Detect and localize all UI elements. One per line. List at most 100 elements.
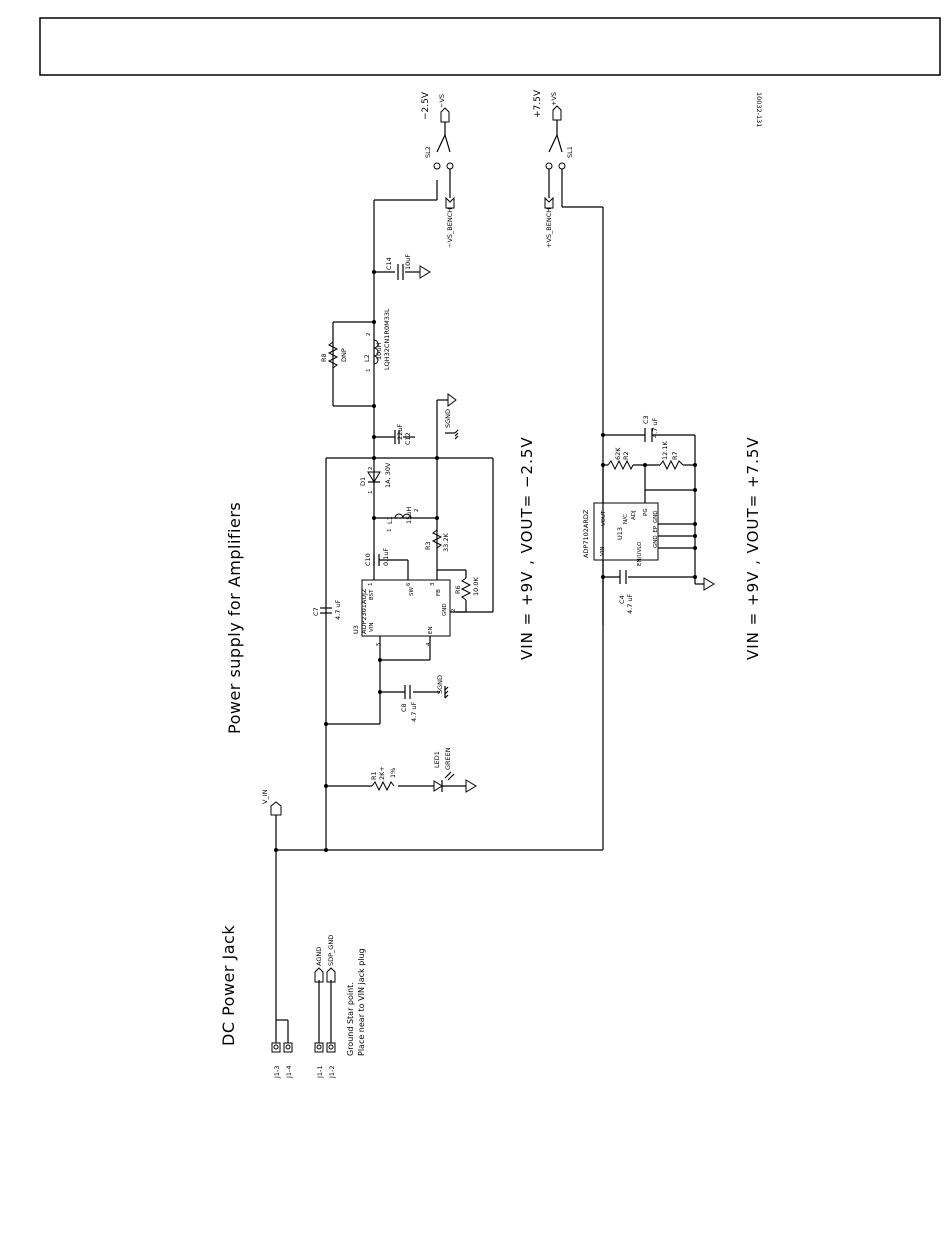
- svg-text:LED1: LED1: [433, 751, 441, 768]
- svg-text:33.2K: 33.2K: [442, 533, 450, 552]
- svg-text:R2: R2: [622, 451, 630, 460]
- svg-text:15uH: 15uH: [405, 507, 413, 524]
- svg-text:ADP7102ARDZ: ADP7102ARDZ: [582, 509, 590, 558]
- resistor-r8: R8 DNP: [320, 341, 348, 369]
- svg-text:1: 1: [368, 583, 374, 587]
- svg-text:SW: SW: [409, 587, 415, 596]
- inductor-l2: L2 10uH LQH32CN1R0M33L 2 1: [363, 308, 391, 372]
- svg-text:6: 6: [406, 582, 412, 586]
- svg-text:10uH: 10uH: [375, 343, 383, 360]
- svg-text:4.7 uF: 4.7 uF: [410, 701, 418, 722]
- capacitor-c8: C8 4.7 uF: [400, 685, 418, 722]
- svg-text:VOUT: VOUT: [601, 510, 607, 526]
- svg-text:V_IN: V_IN: [261, 789, 269, 804]
- svg-text:DNP: DNP: [340, 348, 348, 362]
- sgnd-symbol-bottom: SGND: [436, 675, 449, 699]
- svg-text:R8: R8: [320, 353, 328, 362]
- svg-text:22uF: 22uF: [396, 424, 404, 440]
- u3-pin-wiring: [326, 566, 467, 725]
- capacitor-c14: C14 10uF: [385, 254, 431, 280]
- heading-power-supply: Power supply for Amplifiers: [225, 502, 244, 734]
- svg-text:5: 5: [376, 642, 382, 646]
- capacitor-c7: C7 4.7 uF: [312, 599, 342, 620]
- svg-text:C7: C7: [312, 607, 320, 616]
- title-block-frame: [39, 17, 941, 76]
- svg-text:SGND: SGND: [444, 409, 452, 428]
- capacitor-c4: C4 4.7 uF: [618, 570, 634, 614]
- svg-text:R1: R1: [370, 771, 378, 780]
- svg-text:BST: BST: [369, 589, 375, 600]
- vin-bus-wiring: [274, 207, 604, 1043]
- equation-pos-rail: VIN = +9V , VOUT= +7.5V: [744, 436, 762, 660]
- inductor-l1: L1 15uH 1 2: [386, 507, 420, 532]
- svg-text:C8: C8: [400, 703, 408, 712]
- svg-text:U13: U13: [616, 527, 624, 540]
- svg-text:10.0K: 10.0K: [472, 577, 480, 596]
- svg-text:J1-3: J1-3: [273, 1065, 281, 1079]
- svg-text:−VS: −VS: [438, 94, 446, 108]
- svg-text:GREEN: GREEN: [444, 747, 452, 770]
- svg-text:2: 2: [451, 609, 457, 613]
- svg-text:Place near to VIN jack plug: Place near to VIN jack plug: [357, 948, 366, 1056]
- svg-text:N/C: N/C: [623, 514, 629, 524]
- svg-text:62K: 62K: [614, 447, 622, 460]
- svg-text:C10: C10: [364, 553, 372, 566]
- svg-text:VIN: VIN: [369, 623, 375, 633]
- svg-text:−VS_BENCH: −VS_BENCH: [446, 208, 454, 248]
- svg-text:Ground Star point.: Ground Star point.: [346, 982, 355, 1056]
- u3-adp2301: U3 ADP2301AUJZ BST VIN SW FB GND EN 1 5 …: [352, 579, 457, 646]
- svg-text:D1: D1: [359, 477, 367, 486]
- svg-text:1%: 1%: [389, 768, 397, 778]
- svg-text:+7.5V: +7.5V: [533, 89, 543, 118]
- svg-text:10uF: 10uF: [404, 254, 412, 270]
- svg-text:0.1uF: 0.1uF: [382, 548, 390, 566]
- resistor-r2: 62K R2: [607, 447, 634, 471]
- svg-text:2K+: 2K+: [378, 766, 386, 780]
- u13-adp7102: ADP7102ARDZ U13 VOUT N/C ADJ PG GND_EP_G…: [582, 502, 659, 566]
- equation-neg-rail: VIN = +9V , VOUT= −2.5V: [518, 436, 536, 660]
- resistor-r3: R3 33.2K: [424, 529, 450, 552]
- svg-text:1: 1: [387, 529, 393, 533]
- svg-text:R7: R7: [671, 451, 679, 460]
- sgnd-symbol-top: SGND: [444, 393, 459, 440]
- svg-text:ADJ: ADJ: [631, 510, 637, 520]
- svg-text:VIN: VIN: [600, 547, 606, 557]
- dc-jack-j1: J1-3 J1-4 J1-1 J1-2 AGND SDP_GND: [271, 935, 336, 1079]
- svg-text:C3: C3: [642, 415, 650, 424]
- svg-text:+VS: +VS: [550, 92, 558, 106]
- svg-text:PG: PG: [643, 508, 649, 516]
- svg-text:L2: L2: [363, 354, 371, 362]
- svg-text:EN/UVLO: EN/UVLO: [637, 541, 643, 566]
- svg-text:SGND: SGND: [436, 675, 444, 694]
- svg-text:3: 3: [430, 582, 436, 586]
- svg-text:L1: L1: [386, 516, 394, 524]
- svg-text:4.7 uF: 4.7 uF: [651, 417, 659, 438]
- svg-text:LQH32CN1R0M33L: LQH32CN1R0M33L: [383, 308, 391, 370]
- svg-text:R3: R3: [424, 541, 432, 550]
- heading-dc-power-jack: DC Power Jack: [219, 925, 238, 1046]
- svg-text:GND_EP_GND: GND_EP_GND: [653, 510, 659, 548]
- svg-text:J1-1: J1-1: [316, 1065, 324, 1079]
- led-indicator: R1 2K+ 1% LED1 GREEN: [326, 747, 477, 793]
- svg-text:EN: EN: [428, 626, 434, 634]
- svg-text:J1-4: J1-4: [285, 1065, 293, 1079]
- svg-text:GND: GND: [442, 603, 448, 616]
- svg-text:2: 2: [366, 333, 372, 337]
- svg-text:AGND: AGND: [315, 947, 323, 966]
- svg-text:J1-2: J1-2: [328, 1065, 336, 1079]
- svg-text:SL1: SL1: [566, 146, 574, 158]
- svg-text:12.1K: 12.1K: [661, 441, 669, 460]
- svg-text:C14: C14: [385, 257, 393, 270]
- svg-text:4.7 uF: 4.7 uF: [626, 593, 634, 614]
- svg-text:+VS_BENCH: +VS_BENCH: [545, 208, 553, 248]
- ground-star-note: Ground Star point. Place near to VIN jac…: [346, 948, 366, 1056]
- vin-connector: V_IN: [261, 789, 282, 816]
- capacitor-c12: 22uF C12: [394, 424, 412, 445]
- svg-text:C12: C12: [404, 432, 412, 445]
- svg-text:1: 1: [366, 369, 372, 373]
- svg-text:2: 2: [368, 467, 374, 471]
- svg-text:FB: FB: [436, 589, 442, 596]
- svg-text:C4: C4: [618, 595, 626, 604]
- diode-d1: D1 1A, 30V 2 1: [359, 462, 392, 494]
